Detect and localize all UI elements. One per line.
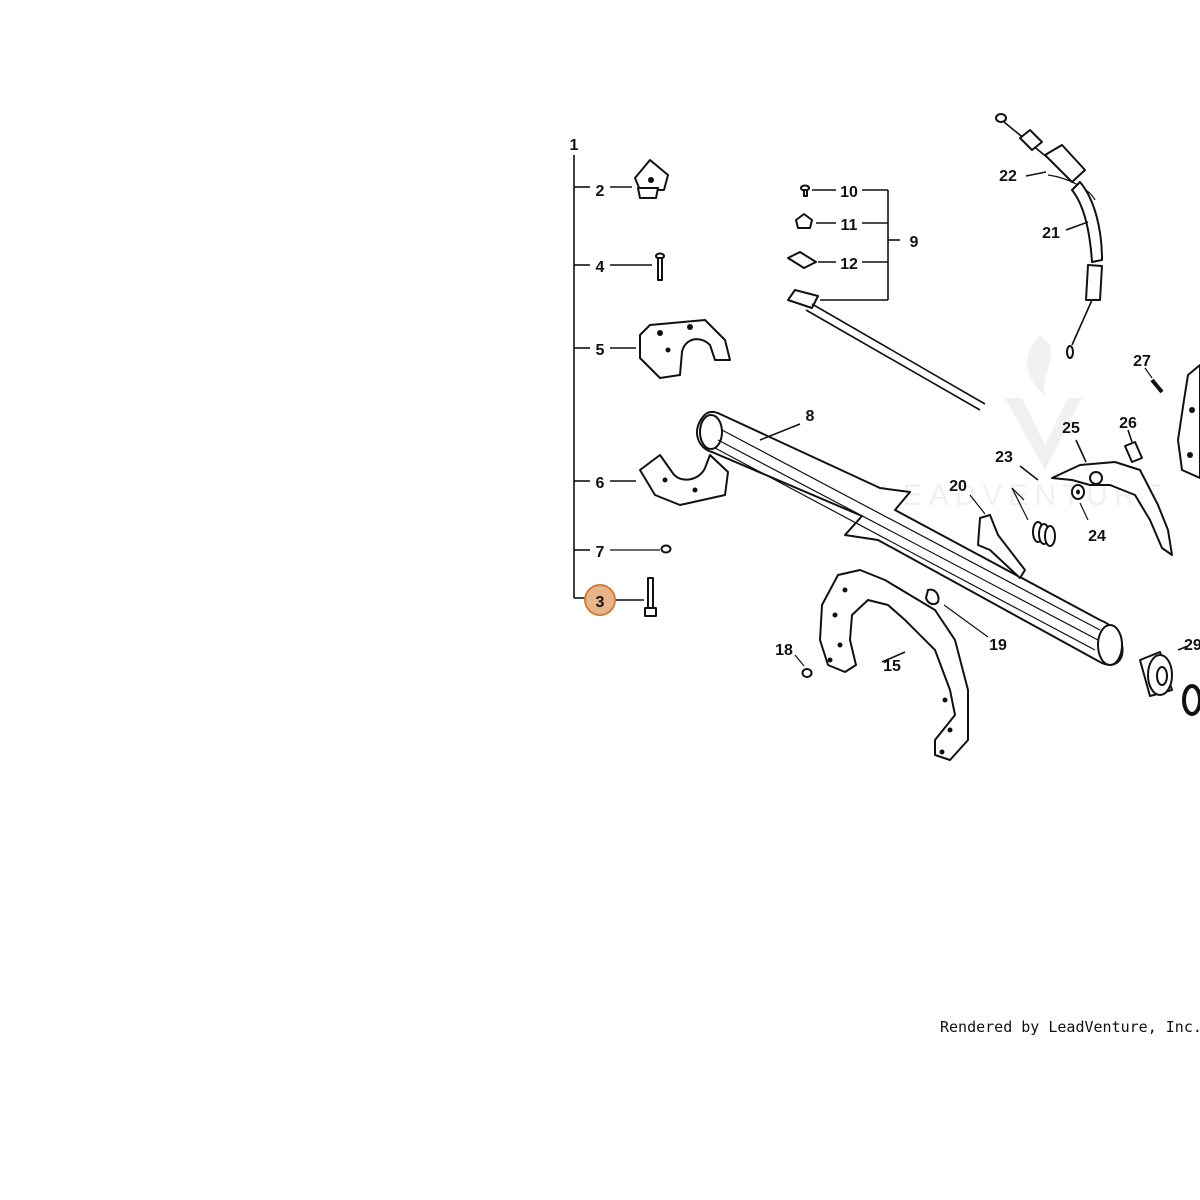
- part-23-spring[interactable]: [1011, 465, 1056, 547]
- assembly-1-bracket: [573, 155, 590, 599]
- label-23[interactable]: 23: [995, 449, 1013, 466]
- part-29-bushing[interactable]: [1139, 645, 1200, 716]
- render-credit: Rendered by LeadVenture, Inc.: [940, 1018, 1200, 1036]
- part-10-screw[interactable]: [800, 184, 836, 197]
- part-21-throttle-cable[interactable]: [1044, 144, 1103, 359]
- label-9[interactable]: 9: [910, 234, 919, 251]
- label-26[interactable]: 26: [1119, 415, 1137, 432]
- handle-housing: [1177, 364, 1200, 479]
- label-6[interactable]: 6: [596, 475, 605, 492]
- label-20[interactable]: 20: [949, 478, 967, 495]
- part-12-plate[interactable]: [787, 251, 836, 269]
- label-19[interactable]: 19: [989, 637, 1007, 654]
- part-22-cable-end[interactable]: [995, 113, 1049, 177]
- part-labels: 1 2 3 4 5 6 7 8 9 10 11 12 15 18 19 20 2…: [570, 137, 1200, 675]
- part-4-screw[interactable]: [610, 252, 665, 281]
- highlight-circle[interactable]: [584, 584, 616, 616]
- part-18-nut[interactable]: [794, 654, 813, 678]
- label-7[interactable]: 7: [596, 544, 605, 561]
- part-20-lever[interactable]: [969, 494, 1026, 579]
- label-4[interactable]: 4: [596, 259, 605, 276]
- part-9-cable[interactable]: [787, 289, 986, 411]
- part-7-nut[interactable]: [610, 544, 672, 554]
- label-18[interactable]: 18: [775, 642, 793, 659]
- part-26-pin[interactable]: [1124, 429, 1143, 463]
- label-5[interactable]: 5: [596, 342, 605, 359]
- part-5-upper-clamp[interactable]: [610, 319, 731, 379]
- label-12[interactable]: 12: [840, 256, 858, 273]
- part-6-lower-clamp[interactable]: [610, 454, 729, 506]
- label-8[interactable]: 8: [806, 408, 815, 425]
- part-27-pin[interactable]: [1144, 367, 1164, 394]
- label-2[interactable]: 2: [596, 183, 605, 200]
- part-3-bolt[interactable]: [614, 577, 657, 617]
- label-11[interactable]: 11: [841, 217, 858, 234]
- part-8-drive-tube[interactable]: [696, 410, 1124, 666]
- part-2-clamp-block[interactable]: [610, 159, 669, 199]
- part-15-handle-bracket[interactable]: [819, 569, 969, 761]
- part-24-washer[interactable]: [1071, 484, 1089, 521]
- part-25-trigger[interactable]: [1051, 439, 1173, 556]
- label-15[interactable]: 15: [883, 658, 901, 675]
- label-10[interactable]: 10: [840, 184, 858, 201]
- label-21[interactable]: 21: [1042, 225, 1060, 242]
- label-25[interactable]: 25: [1062, 420, 1080, 437]
- label-29[interactable]: 29: [1184, 637, 1200, 654]
- label-3[interactable]: 3: [596, 594, 605, 611]
- part-11-nut[interactable]: [795, 213, 836, 229]
- part-19-clip[interactable]: [925, 588, 989, 638]
- part-9-bracket: [820, 189, 900, 301]
- label-22[interactable]: 22: [999, 168, 1017, 185]
- label-1[interactable]: 1: [570, 137, 579, 154]
- label-27[interactable]: 27: [1133, 353, 1151, 370]
- label-24[interactable]: 24: [1088, 528, 1106, 545]
